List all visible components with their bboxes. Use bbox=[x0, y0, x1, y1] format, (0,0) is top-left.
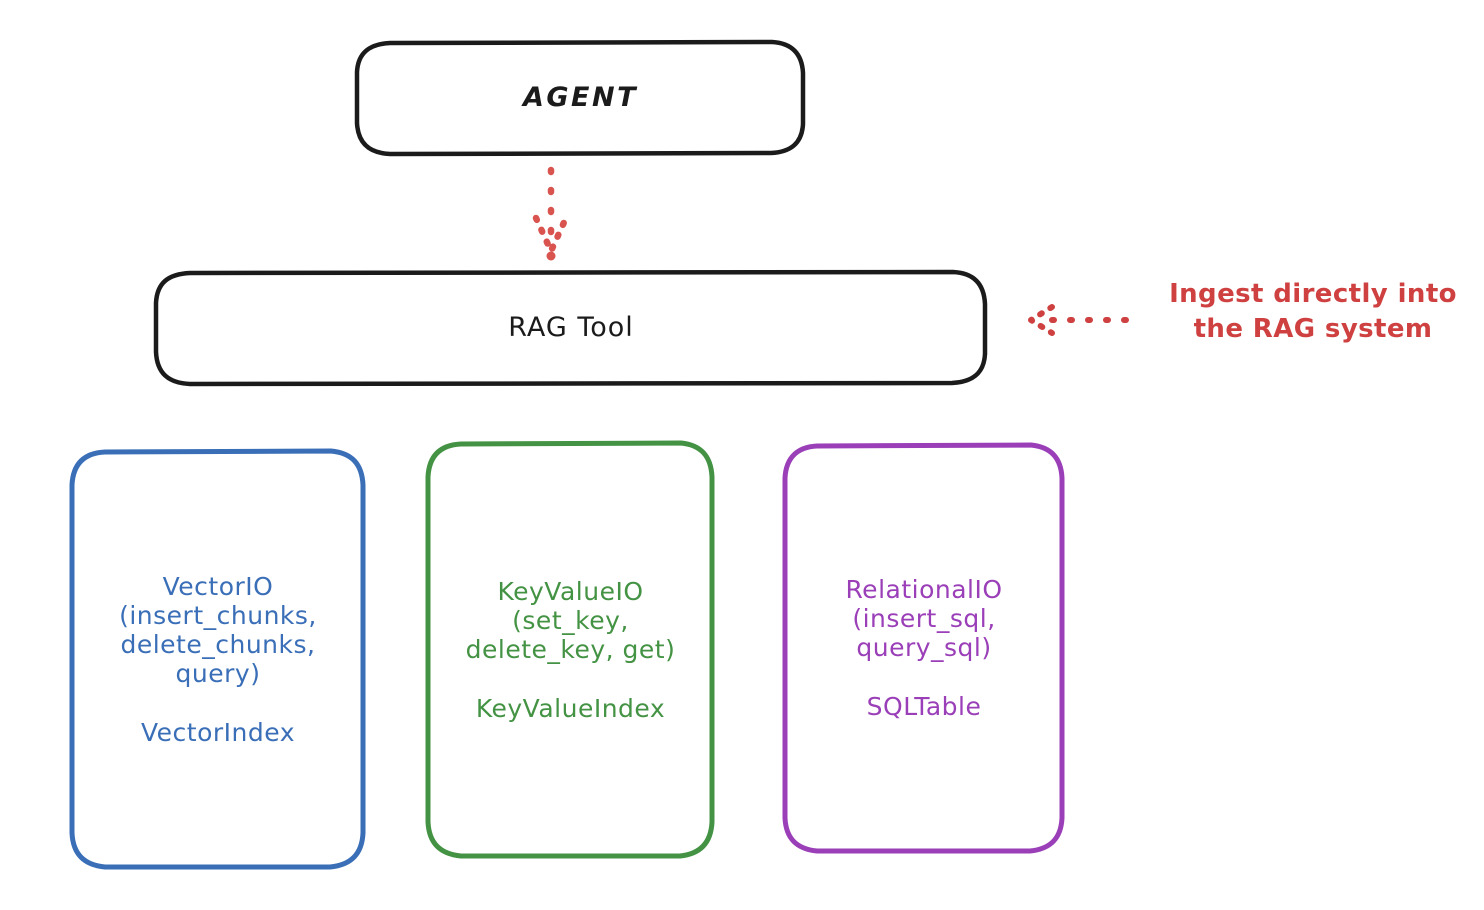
rag-tool-label: RAG Tool bbox=[508, 312, 634, 344]
key-value-io-box-outline bbox=[425, 440, 715, 859]
rag-tool-box-outline bbox=[153, 269, 988, 387]
vector-io-label: VectorIO (insert_chunks, delete_chunks, … bbox=[119, 571, 317, 688]
relational-io-label: RelationalIO (insert_sql, query_sql) bbox=[845, 575, 1003, 662]
vector-io-node[interactable]: VectorIO (insert_chunks, delete_chunks, … bbox=[72, 451, 364, 867]
ingest-note-text: Ingest directly into the RAG system bbox=[1169, 279, 1457, 345]
key-value-io-node[interactable]: KeyValueIO (set_key, delete_key, get) Ke… bbox=[428, 443, 713, 856]
ingest-note-connector bbox=[1028, 304, 1129, 336]
vector-index-label: VectorIndex bbox=[141, 717, 295, 747]
agent-node[interactable]: AGENT bbox=[357, 42, 804, 154]
agent-label: AGENT bbox=[522, 82, 638, 114]
relational-io-node[interactable]: RelationalIO (insert_sql, query_sql) SQL… bbox=[785, 445, 1063, 851]
sql-table-label: SQLTable bbox=[866, 692, 982, 721]
vector-io-box-outline bbox=[69, 448, 366, 870]
key-value-index-label: KeyValueIndex bbox=[475, 693, 666, 723]
agent-to-rag-connector bbox=[532, 166, 570, 261]
rag-tool-node[interactable]: RAG Tool bbox=[156, 272, 986, 384]
key-value-io-label: KeyValueIO (set_key, delete_key, get) bbox=[465, 576, 676, 664]
relational-io-box-outline bbox=[782, 442, 1065, 854]
agent-box-outline bbox=[354, 39, 806, 157]
